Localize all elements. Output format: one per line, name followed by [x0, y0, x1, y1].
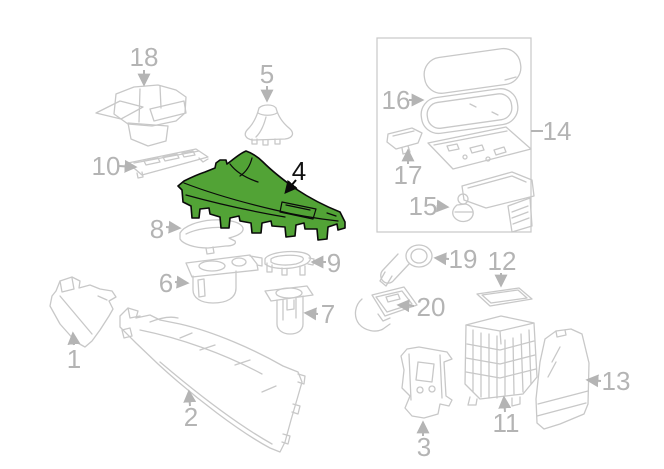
part-16-lid-base: [420, 88, 519, 135]
part-lid-mechanism-plate: [427, 126, 532, 170]
part-4-console-upper-panel-highlighted: [177, 150, 346, 241]
part-label-15: 15: [408, 191, 438, 221]
part-12-box-mat: [476, 287, 533, 307]
part-13-rear-cover-panel: [535, 328, 590, 430]
part-label-11: 11: [492, 408, 520, 438]
part-label-16: 16: [381, 85, 411, 115]
part-11-console-box: [464, 315, 538, 407]
part-18-bracket: [95, 84, 187, 147]
part-label-7: 7: [320, 299, 336, 329]
part-label-20: 20: [416, 292, 446, 322]
highlight-arrow: [284, 179, 298, 194]
callout-arrows: [67, 70, 602, 436]
part-6-cup-holder: [185, 254, 263, 304]
part-label-3: 3: [416, 432, 432, 462]
part-15-grommet: [452, 193, 474, 223]
part-label-8: 8: [149, 214, 165, 244]
part-label-4-highlighted: 4: [291, 156, 307, 186]
part-5-shift-boot: [244, 104, 294, 146]
part-8-tray: [179, 219, 244, 255]
part-label-5: 5: [259, 59, 275, 89]
part-20-outlet-housing: [354, 286, 418, 332]
part-label-9: 9: [326, 248, 342, 278]
part-lid-hinge-bracket: [461, 171, 535, 233]
group-box-14: [376, 37, 543, 233]
part-label-12: 12: [487, 246, 517, 276]
part-label-2: 2: [183, 402, 199, 432]
part-10-rail: [127, 148, 209, 179]
part-label-19: 19: [448, 244, 478, 274]
part-7-cup-insert: [264, 285, 314, 335]
part-2-side-console-panel: [119, 307, 306, 453]
part-9-holder-ring: [264, 250, 315, 276]
part-label-6: 6: [158, 268, 174, 298]
part-label-13: 13: [601, 366, 631, 396]
part-label-18: 18: [129, 42, 159, 72]
part-armrest-lid-top: [423, 47, 522, 94]
part-1-front-side-panel: [49, 276, 117, 348]
part-label-17: 17: [393, 160, 423, 190]
part-label-14: 14: [542, 116, 572, 146]
part-17-latch-flap: [386, 127, 423, 155]
part-label-1: 1: [66, 344, 82, 374]
part-label-10: 10: [91, 151, 121, 181]
part-19-power-outlet: [379, 244, 433, 287]
part-3-rear-bracket: [400, 346, 453, 419]
